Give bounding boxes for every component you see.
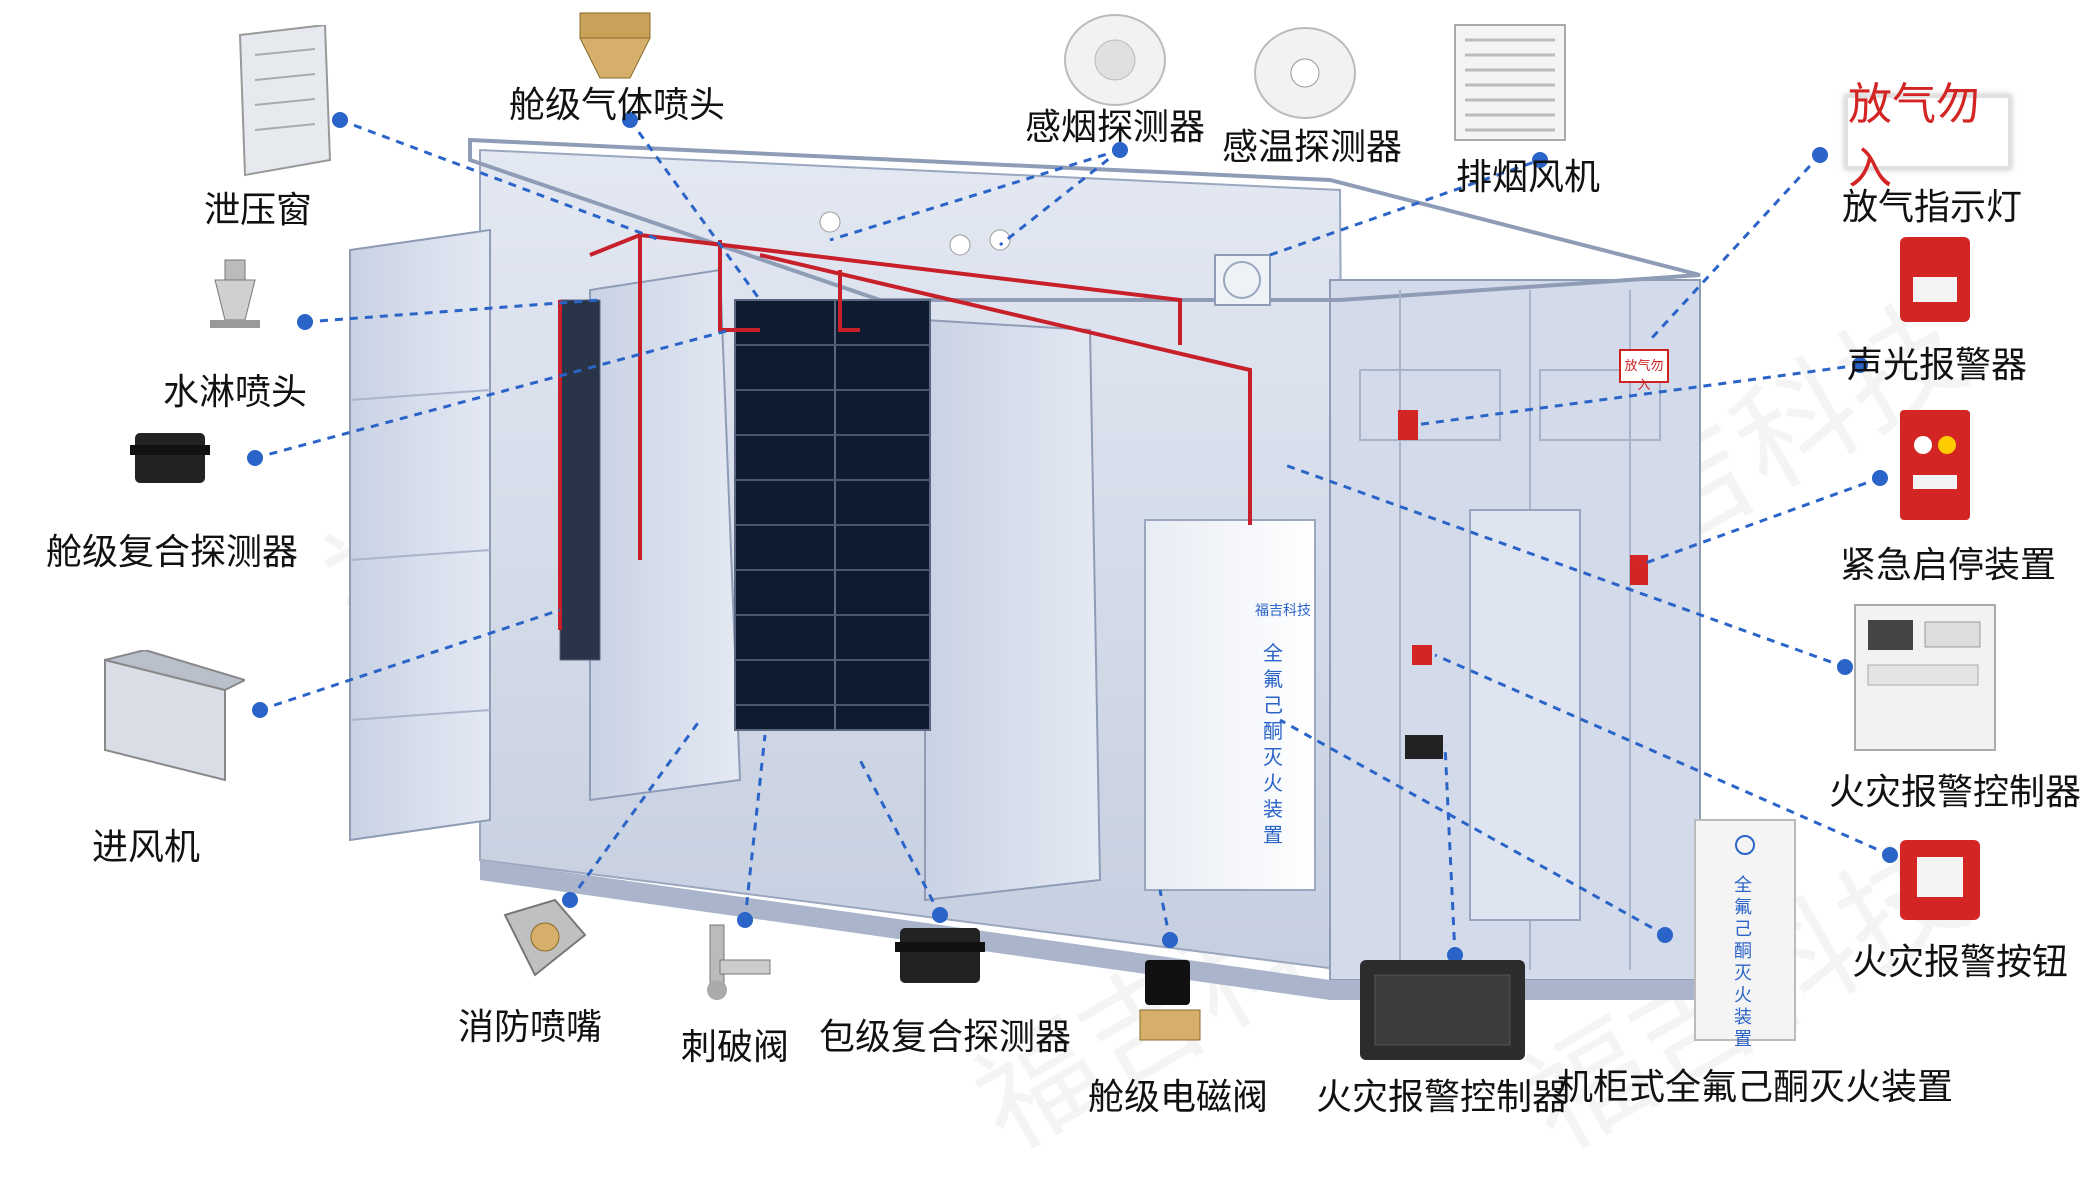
label-fire-nozzle: 消防喷嘴: [457, 1007, 603, 1048]
smoke-detector-icon: [1064, 14, 1166, 106]
diagram-canvas: 福吉科技 福吉科技 福吉科技 福吉科技 福吉科技: [45, 12, 2082, 1177]
cabin-composite-detector-icon: [130, 433, 210, 483]
label-pack-composite-detector: 包级复合探测器: [818, 1017, 1072, 1058]
front-access-door: [1469, 509, 1581, 921]
label-sprinkler-head: 水淋喷头: [162, 372, 308, 413]
extinguisher-text: 全氟己酮灭火装置: [1263, 641, 1283, 847]
solenoid-valve-icon: [1139, 960, 1201, 1041]
label-cabinet-extinguisher: 机柜式全氟己酮灭火装置: [1556, 1067, 1954, 1108]
front-stop-button: [1630, 555, 1648, 585]
cabinet-extinguisher-icon: [1694, 819, 1796, 1041]
ceiling-nozzle: [819, 211, 841, 233]
label-smoke-exhaust-fan: 排烟风机: [1455, 157, 1601, 198]
container-gas-sign: [1619, 349, 1669, 383]
label-gas-release-indicator: 放气指示灯: [1841, 187, 2023, 228]
front-alarm-button: [1412, 645, 1432, 665]
exhaust-fan-icon: [1454, 24, 1566, 141]
ceiling-nozzle: [949, 234, 971, 256]
front-alarm-device: [1398, 410, 1418, 440]
label-smoke-detector: 感烟探测器: [1024, 107, 1206, 148]
leader-dots: [247, 112, 1898, 963]
label-fire-alarm-button: 火灾报警按钮: [1851, 942, 2069, 983]
container-top-frame: [468, 137, 1701, 302]
container-illustration: [247, 112, 1898, 1000]
heat-detector-icon: [1254, 27, 1356, 119]
front-controller-device: [1405, 735, 1443, 759]
extinguisher-cabinet-illustration: [1144, 519, 1316, 891]
label-puncture-valve: 刺破阀: [680, 1027, 790, 1068]
pressure-relief-window-icon: [238, 25, 332, 177]
audible-visual-alarm-icon: [1900, 237, 1970, 322]
battery-cabinet-door-left: [589, 268, 742, 802]
leader-lines: [254, 118, 1891, 956]
label-cabin-composite-detector: 舱级复合探测器: [45, 532, 299, 573]
label-emergency-start-stop: 紧急启停装置: [1839, 545, 2057, 586]
gas-release-indicator-icon: 放气勿入: [1845, 79, 2011, 194]
gas-nozzle-icon: [579, 12, 651, 79]
label-cabin-solenoid-valve: 舱级电磁阀: [1087, 1077, 1269, 1118]
label-fire-alarm-controller-right: 火灾报警控制器: [1828, 772, 2082, 813]
left-door-panels: [349, 389, 491, 721]
battery-cabinet-door-right: [924, 318, 1102, 902]
intake-fan-icon: [104, 650, 245, 782]
ceiling-nozzle: [989, 229, 1011, 251]
emergency-start-stop-icon: [1900, 410, 1970, 520]
fire-alarm-controller-right-icon: [1854, 604, 1996, 751]
fire-nozzle-icon: [503, 898, 587, 977]
gas-pipe-network: [558, 232, 1252, 630]
sprinkler-icon: [210, 259, 260, 328]
fire-alarm-controller-bottom-icon: [1360, 960, 1525, 1060]
fire-alarm-button-icon: [1900, 840, 1980, 920]
puncture-valve-icon: [707, 924, 771, 1000]
label-intake-fan: 进风机: [91, 827, 201, 868]
container-gas-sign-text: 放气勿入: [1624, 359, 1664, 393]
label-pressure-relief-window: 泄压窗: [203, 190, 313, 231]
battery-racks: [559, 299, 931, 731]
pack-composite-detector-icon: [895, 928, 985, 983]
label-cabin-gas-nozzle: 舱级气体喷头: [508, 85, 726, 126]
label-audible-visual-alarm: 声光报警器: [1846, 345, 2028, 386]
label-fire-alarm-controller-bottom: 火灾报警控制器: [1315, 1077, 1569, 1118]
left-container-door: [349, 228, 491, 842]
container-base: [480, 860, 1700, 1000]
cabinet-extinguisher-text: 全氟己酮灭火装置: [1734, 875, 1752, 1050]
extinguisher-brand: 福吉科技: [1255, 603, 1311, 619]
label-heat-detector: 感温探测器: [1221, 127, 1403, 168]
